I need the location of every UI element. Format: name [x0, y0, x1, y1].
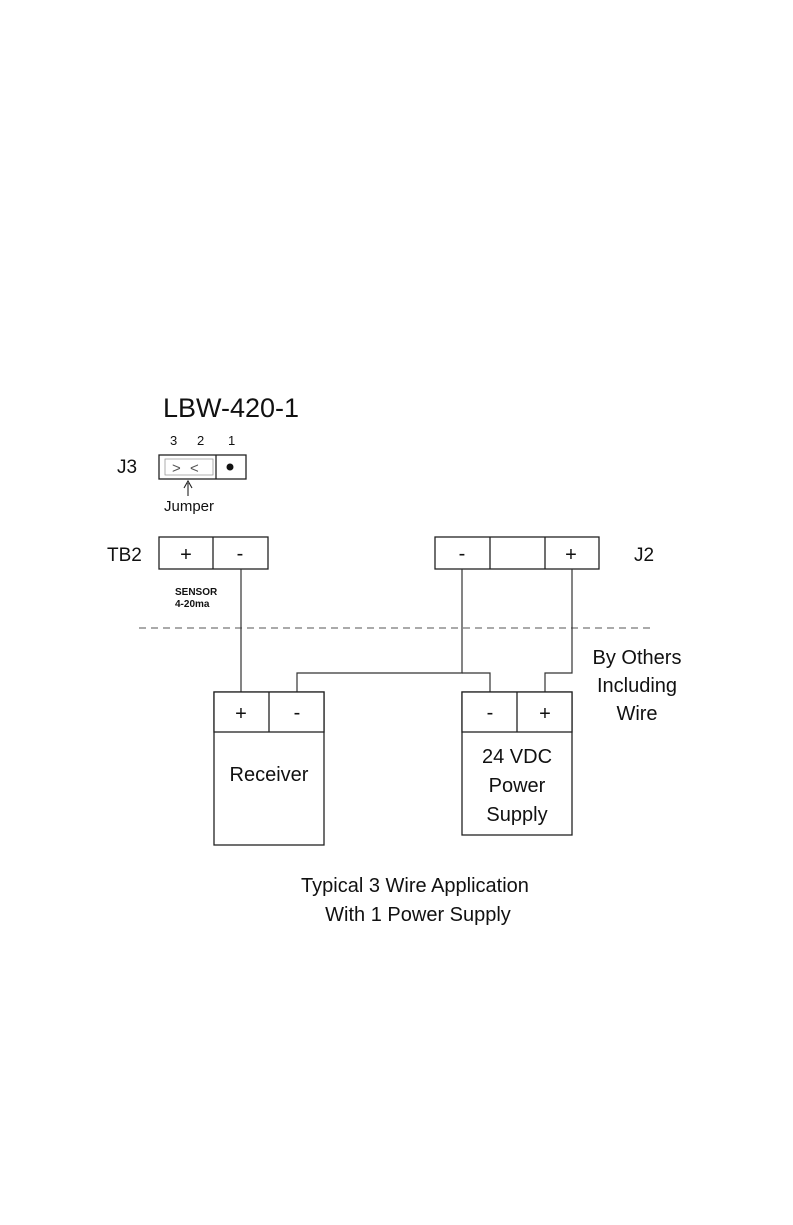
including-label: Including [597, 675, 677, 697]
wire-label: Wire [616, 703, 657, 725]
supply-supply-label: Supply [486, 804, 547, 826]
receiver-plus: + [235, 703, 247, 725]
svg-text:>: > [172, 460, 181, 477]
supply-plus: + [539, 703, 551, 725]
wire-j2-plus-to-supply-plus [545, 569, 572, 692]
pin1-dot [227, 464, 234, 471]
j3-pin3-number: 3 [170, 433, 177, 448]
tb2-minus: - [237, 543, 244, 565]
by-others-label: By Others [593, 647, 682, 669]
sensor-label: SENSOR [175, 587, 218, 598]
sensor-range-label: 4-20ma [175, 599, 210, 610]
caption-line1: Typical 3 Wire Application [301, 875, 529, 897]
wire-j2-minus-to-supply-minus [462, 673, 490, 692]
receiver-label: Receiver [230, 764, 309, 786]
caption-line2: With 1 Power Supply [325, 904, 511, 926]
tb2-plus: + [180, 544, 192, 566]
tb2-label: TB2 [107, 545, 142, 566]
supply-minus: - [487, 702, 494, 724]
j3-pin2-number: 2 [197, 433, 204, 448]
j2-minus: - [459, 543, 466, 565]
supply-voltage-label: 24 VDC [482, 746, 552, 768]
j3-label: J3 [117, 457, 137, 478]
tb2-terminal-block [159, 537, 268, 569]
j3-header: > < [159, 455, 246, 479]
jumper-label: Jumper [164, 498, 214, 515]
j2-label: J2 [634, 545, 654, 566]
model-title: LBW-420-1 [163, 393, 299, 423]
wire-j2-minus-to-receiver-minus [297, 569, 462, 692]
receiver-minus: - [294, 702, 301, 724]
j3-pin1-number: 1 [228, 433, 235, 448]
j2-plus: + [565, 544, 577, 566]
svg-text:<: < [190, 460, 199, 477]
supply-power-label: Power [489, 775, 546, 797]
